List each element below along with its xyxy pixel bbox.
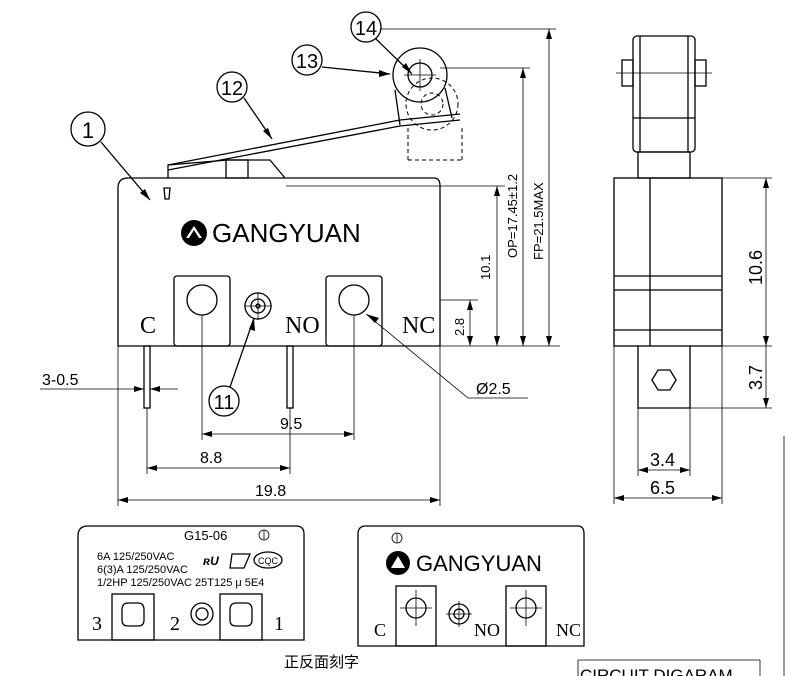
svg-text:ʀU: ʀU — [203, 554, 219, 568]
face2-term-no: NO — [474, 620, 500, 640]
back-rating-3: 1/2HP 125/250VAC 25T125 μ 5E4 — [97, 577, 264, 589]
dim-op: OP=17.45±1.2 — [505, 174, 520, 258]
front-brand-text: GANGYUAN — [212, 218, 361, 248]
dim-8-8: 8.8 — [200, 450, 222, 467]
ul-cert-icon: ʀU — [203, 554, 219, 568]
front-term-no: NO — [285, 313, 320, 339]
engraving-caption: 正反面刻字 — [284, 654, 359, 671]
callout-12: 12 — [221, 78, 243, 100]
front-term-nc: NC — [402, 313, 435, 339]
dim-fp: FP=21.5MAX — [531, 182, 546, 260]
ground-mark-icon — [391, 532, 403, 544]
dim-19-8: 19.8 — [255, 483, 286, 500]
front-face-view: GANGYUAN C NO NC — [357, 525, 585, 647]
circuit-diagram-label: CIRCUIT DIGARAM — [580, 666, 733, 676]
back-model-text: G15-06 — [184, 528, 227, 543]
face2-term-c: C — [374, 620, 386, 640]
dim-3-4: 3.4 — [650, 450, 675, 470]
dim-6-5: 6.5 — [650, 478, 675, 498]
dim-hole-dia: Ø2.5 — [476, 381, 511, 398]
ce-cert-icon — [229, 553, 251, 569]
back-term-2: 2 — [170, 613, 180, 635]
back-term-3: 3 — [92, 613, 102, 635]
face2-term-nc: NC — [556, 620, 581, 640]
ground-mark-icon — [258, 529, 270, 541]
dim-3-0-5: 3-0.5 — [42, 372, 79, 389]
callout-14: 14 — [355, 18, 377, 40]
dim-3-7: 3.7 — [746, 365, 766, 390]
front-view: GANGYUAN C NO NC — [117, 47, 463, 409]
callout-1: 1 — [82, 118, 94, 143]
dim-9-5: 9.5 — [280, 416, 302, 433]
callout-11: 11 — [214, 392, 235, 414]
callouts: 1 12 13 14 11 — [70, 11, 413, 417]
cqc-cert-text: CQC — [258, 556, 279, 566]
gangyuan-logo-icon — [181, 220, 207, 246]
circuit-diagram-box: CIRCUIT DIGARAM — [577, 659, 761, 676]
back-rating-1: 6A 125/250VAC — [97, 551, 175, 563]
back-face-view: G15-06 6A 125/250VAC 6(3)A 125/250VAC 1/… — [77, 525, 305, 641]
back-term-1: 1 — [274, 613, 284, 635]
dim-10-1: 10.1 — [478, 255, 493, 280]
face2-brand-text: GANGYUAN — [416, 551, 542, 576]
dim-10-6: 10.6 — [746, 250, 766, 285]
callout-13: 13 — [296, 51, 318, 73]
back-rating-2: 6(3)A 125/250VAC — [97, 564, 188, 576]
gangyuan-logo-icon — [386, 551, 410, 575]
cqc-cert-icon: CQC — [253, 551, 283, 569]
side-view: 10.6 3.7 3.4 6.5 — [613, 35, 785, 676]
front-dimensions: 3-0.5 9.5 8.8 19.8 Ø2.5 — [40, 28, 560, 506]
front-term-c: C — [140, 313, 156, 339]
dim-2-8: 2.8 — [452, 318, 467, 336]
